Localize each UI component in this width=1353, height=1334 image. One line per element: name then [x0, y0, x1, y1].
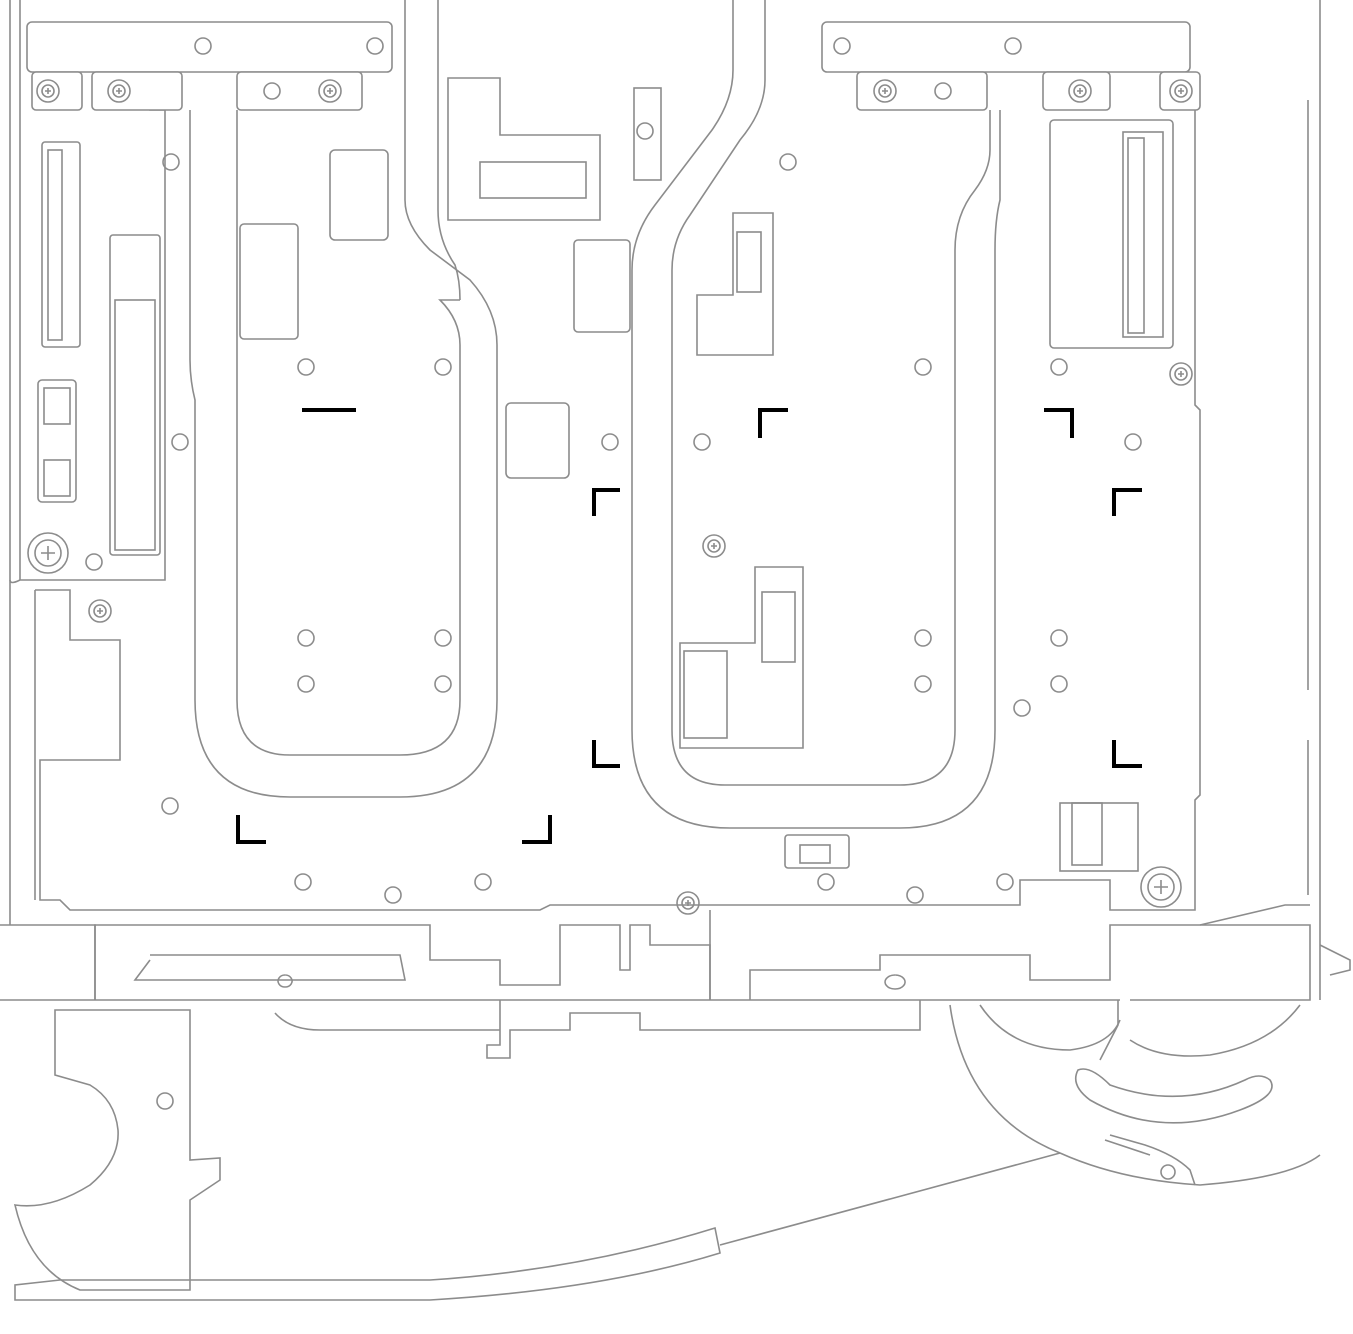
screw-icon	[107, 79, 131, 103]
right-top-bracket	[821, 21, 1201, 111]
hole-icon	[297, 675, 315, 693]
left-cold-plate-loop	[189, 0, 498, 798]
hole-icon	[693, 433, 711, 451]
hole-icon	[434, 629, 452, 647]
alignment-corner-mark-icon	[236, 815, 266, 844]
hole-icon	[601, 433, 619, 451]
alignment-corner-mark-icon	[522, 815, 552, 844]
hole-icon	[297, 629, 315, 647]
left-riser-slot	[37, 141, 161, 556]
hole-icon	[1124, 433, 1142, 451]
hole-icon	[833, 37, 851, 55]
hole-icon	[474, 873, 492, 891]
release-lever-right	[949, 1000, 1321, 1186]
hole-icon	[1013, 699, 1031, 717]
hole-icon	[434, 358, 452, 376]
pads-and-connectors	[239, 77, 1139, 872]
hole-icon	[1050, 629, 1068, 647]
hole-icon	[906, 886, 924, 904]
hole-icon	[263, 82, 281, 100]
hole-icon	[1004, 37, 1022, 55]
hole-icon	[914, 675, 932, 693]
release-lever-left	[13, 1009, 1061, 1301]
screw-icon	[1140, 866, 1182, 908]
hole-icon	[817, 873, 835, 891]
hole-icon	[171, 433, 189, 451]
hole-icon	[162, 153, 180, 171]
alignment-corner-mark-icon	[1044, 408, 1074, 438]
alignment-corner-mark-icon	[592, 488, 620, 516]
alignment-corner-mark-icon	[758, 408, 788, 438]
screw-icon	[27, 532, 69, 574]
screw-icon	[1169, 362, 1193, 386]
screw-icon	[36, 79, 60, 103]
alignment-corner-mark-icon	[1112, 740, 1142, 768]
hole-icon	[934, 82, 952, 100]
hole-icon	[779, 153, 797, 171]
alignment-marks	[236, 408, 1142, 844]
hole-icon	[161, 797, 179, 815]
hole-icon	[1050, 358, 1068, 376]
screw-icon	[88, 599, 112, 623]
hole-icon	[85, 553, 103, 571]
screw-icon	[1068, 79, 1092, 103]
right-riser-slot	[1049, 119, 1174, 349]
hole-icon	[914, 629, 932, 647]
left-top-bracket	[26, 21, 393, 111]
hole-icon	[384, 886, 402, 904]
bottom-latch-area	[94, 904, 1351, 1059]
screw-icon	[873, 79, 897, 103]
alignment-corner-mark-icon	[592, 740, 620, 768]
hole-icon	[1050, 675, 1068, 693]
hole-icon	[434, 675, 452, 693]
mounting-holes	[85, 37, 1142, 904]
screw-icon	[676, 891, 700, 915]
screw-icon	[702, 534, 726, 558]
screws	[27, 79, 1193, 915]
hole-icon	[297, 358, 315, 376]
hole-icon	[914, 358, 932, 376]
hole-icon	[294, 873, 312, 891]
alignment-corner-mark-icon	[1112, 488, 1142, 516]
right-cold-plate-loop	[631, 0, 1001, 829]
hole-icon	[366, 37, 384, 55]
screw-icon	[1169, 79, 1193, 103]
hole-icon	[194, 37, 212, 55]
hole-icon	[996, 873, 1014, 891]
hole-icon	[636, 122, 654, 140]
screw-icon	[318, 79, 342, 103]
